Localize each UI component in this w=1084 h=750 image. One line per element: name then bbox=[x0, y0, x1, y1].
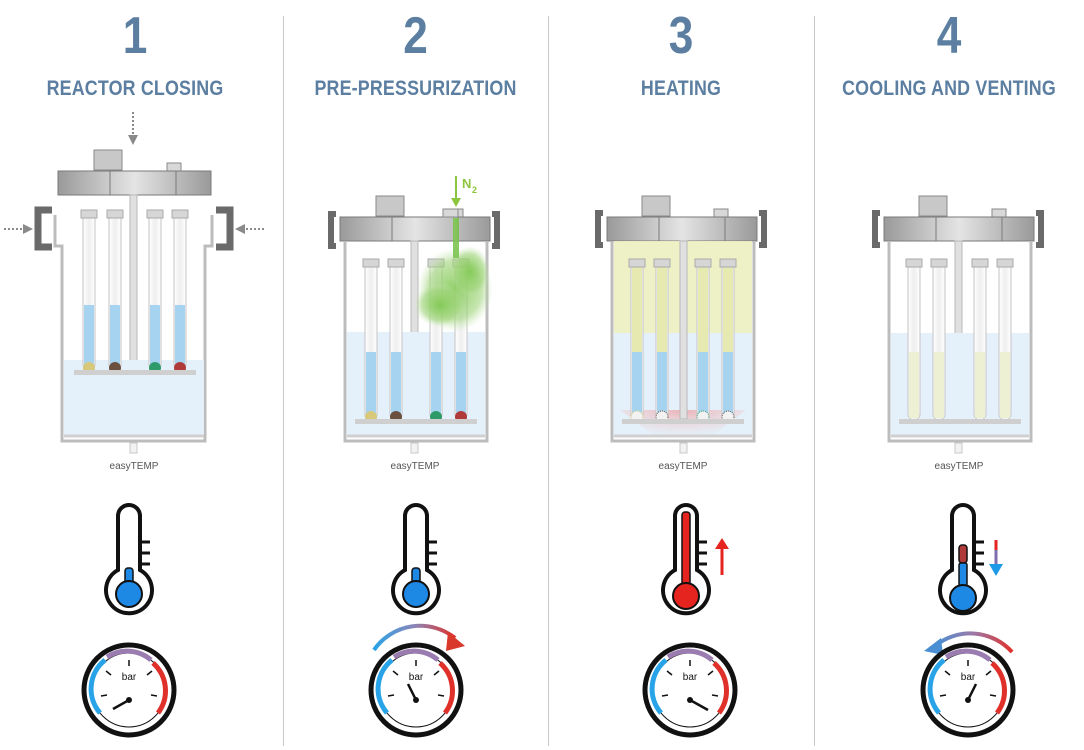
arrow-up-icon bbox=[715, 538, 729, 549]
step-number: 3 bbox=[668, 7, 694, 65]
step-number: 1 bbox=[122, 7, 148, 65]
device-label: easyTEMP bbox=[391, 461, 440, 472]
reactor-closing-illustration bbox=[4, 112, 264, 454]
gauge-unit-label: bar bbox=[683, 672, 698, 683]
gauge-unit-label: bar bbox=[409, 672, 424, 683]
pressure-gauge-icon bbox=[642, 642, 738, 738]
divider-2 bbox=[548, 16, 549, 746]
pre-pressurization-illustration bbox=[328, 176, 500, 454]
step-number: 2 bbox=[403, 7, 428, 65]
thermometer-icon bbox=[391, 503, 441, 616]
step-title: HEATING bbox=[640, 77, 722, 100]
step-panel-1: 1 REACTOR CLOSING bbox=[0, 0, 270, 750]
arrow-counterclockwise-icon bbox=[924, 638, 943, 655]
step-title: COOLING AND VENTING bbox=[842, 77, 1056, 100]
thermometer-hot-icon bbox=[661, 503, 729, 616]
step-number: 4 bbox=[936, 7, 962, 65]
gauge-unit-label: bar bbox=[961, 672, 976, 683]
thermometer-icon bbox=[104, 503, 154, 616]
step-panel-4: 4 COOLING AND VENTING bbox=[814, 0, 1084, 750]
step-panel-2: 2 PRE-PRESSURIZATION bbox=[283, 0, 548, 750]
pressure-gauge-icon bbox=[81, 642, 177, 738]
thermometer-cooling-icon bbox=[938, 503, 1003, 616]
gauge-unit-label: bar bbox=[122, 672, 137, 683]
device-label: easyTEMP bbox=[935, 461, 984, 472]
device-label: easyTEMP bbox=[110, 461, 159, 472]
step-title: PRE-PRESSURIZATION bbox=[314, 77, 517, 100]
cooling-venting-illustration bbox=[872, 195, 1044, 454]
pressure-gauge-icon bbox=[920, 631, 1016, 738]
pressure-gauge-icon bbox=[368, 623, 465, 738]
device-label: easyTEMP bbox=[659, 461, 708, 472]
nitrogen-cloud bbox=[414, 218, 493, 332]
step-title: REACTOR CLOSING bbox=[46, 77, 224, 100]
gas-subscript: 2 bbox=[472, 185, 477, 195]
gas-label: N bbox=[462, 176, 471, 191]
heating-illustration bbox=[595, 195, 767, 454]
step-panel-3: 3 HEATING bbox=[548, 0, 814, 750]
arrow-down-icon bbox=[989, 564, 1003, 576]
divider-3 bbox=[814, 16, 815, 746]
arrow-clockwise-icon bbox=[446, 632, 465, 651]
divider-1 bbox=[283, 16, 284, 746]
